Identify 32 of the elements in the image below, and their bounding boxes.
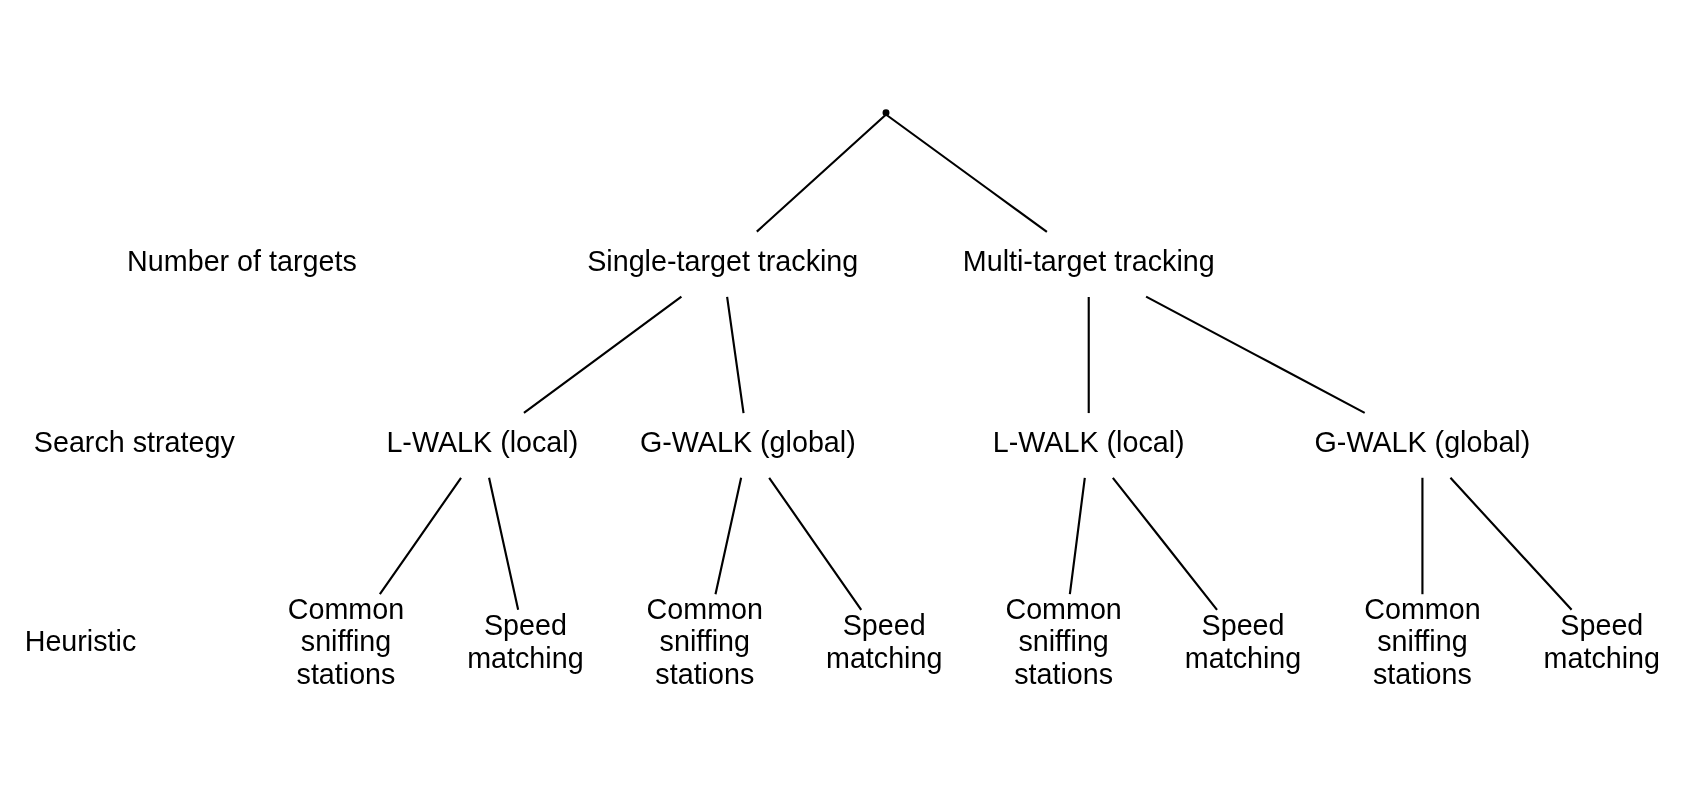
connector [488,477,520,610]
connector [714,477,743,594]
connector [726,296,745,413]
connector [1087,296,1090,413]
connector [768,476,863,610]
label: Heuristic [24,624,137,657]
label: Search strategy [33,425,235,458]
node-text: G-WALK (global) [639,425,856,458]
connector [1145,295,1366,414]
connector [1112,476,1218,610]
node-text: Speed matching [826,608,943,674]
connector [1421,477,1424,594]
node-text: G-WALK (global) [1314,425,1531,458]
node-text: Speed matching [1184,608,1302,674]
connector [523,295,683,414]
node-text: Common sniffing stations [646,592,763,690]
node-text: Speed matching [467,608,584,674]
label: Number of targets [127,244,357,277]
connector [1068,477,1086,594]
node-text: Common sniffing stations [287,592,405,690]
node-point [882,108,890,116]
connector [886,114,1048,233]
node-text: Multi-target tracking [962,244,1215,277]
connector [379,476,462,595]
node-text: L-WALK (local) [386,425,579,458]
connector [1449,476,1573,611]
node-text: Common sniffing stations [1364,592,1481,690]
connector [756,114,886,232]
node-text: Common sniffing stations [1005,592,1122,690]
node-text: Single-target tracking [587,244,859,277]
node-text: Speed matching [1543,608,1661,674]
node-text: L-WALK (local) [992,425,1185,458]
